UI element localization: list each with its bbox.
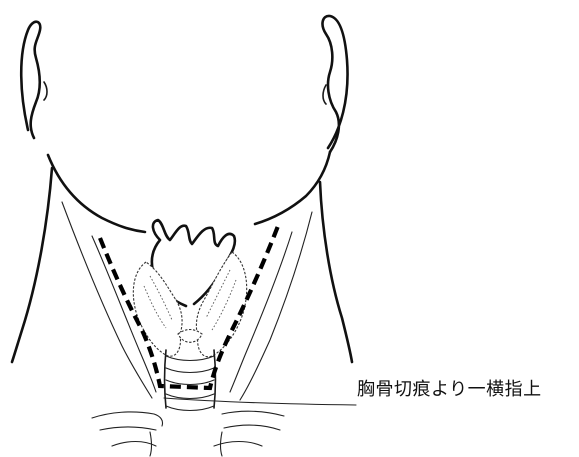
annotation-leader-line xyxy=(164,398,356,405)
neck-outline-left xyxy=(12,168,52,362)
thyroid-right-lobe xyxy=(196,252,246,357)
neck-outline-right xyxy=(320,182,352,362)
jaw-line xyxy=(48,152,330,232)
left-ear xyxy=(21,22,40,138)
sternum-top xyxy=(112,432,262,456)
right-ear xyxy=(323,16,348,152)
right-muscle-outer xyxy=(240,212,312,400)
incision-line xyxy=(100,226,278,388)
thyroid-left-lobe xyxy=(133,262,182,356)
right-ear-detail xyxy=(323,85,326,104)
right-clavicle xyxy=(222,411,284,430)
annotation-label: 胸骨切痕より一横指上 xyxy=(357,375,542,401)
left-clavicle xyxy=(92,412,163,430)
trachea-rings xyxy=(166,356,214,411)
left-ear-detail xyxy=(44,82,47,100)
